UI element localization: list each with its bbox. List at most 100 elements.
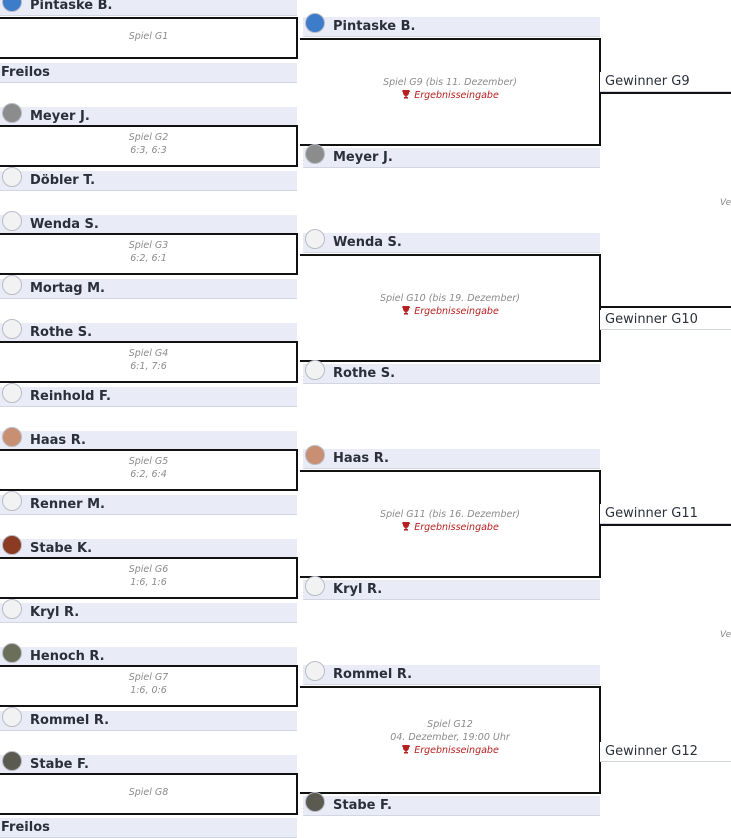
winner-line [600,92,731,94]
game-info[interactable]: Spiel G10 (bis 19. Dezember) Ergebnissei… [300,292,600,318]
game-info[interactable]: Spiel G11 (bis 16. Dezember) Ergebnissei… [300,508,600,534]
player-slot[interactable]: Stabe F. [303,792,600,816]
bracket-connector [0,341,298,383]
player-name: Pintaske B. [30,0,113,13]
game-label: Spiel G1 [128,31,169,42]
game-info[interactable]: Spiel G3 6:2, 6:1 [0,239,297,265]
player-name: Haas R. [333,451,389,466]
player-name: Stabe F. [333,798,392,813]
player-name: Pintaske B. [333,19,416,34]
winner-slot: Gewinner G11 [600,504,731,524]
game-label: Spiel G2 [128,132,169,143]
game-label: Spiel G6 [128,564,169,575]
result-entry-link[interactable]: Ergebnisseingabe [300,305,600,318]
game-score: 6:3, 6:3 [130,145,167,156]
player-slot[interactable]: Rommel R. [303,661,600,685]
game-info[interactable]: Spiel G12 04. Dezember, 19:00 Uhr Ergebn… [300,718,600,757]
game-info[interactable]: Spiel G8 [0,786,297,799]
bracket-connector [0,773,298,815]
player-avatar [2,383,22,403]
game-info[interactable]: Spiel G2 6:3, 6:3 [0,131,297,157]
game-label: Spiel G12 [427,719,473,730]
game-info[interactable]: Spiel G9 (bis 11. Dezember) Ergebnissein… [300,76,600,102]
game-label: Spiel G8 [128,787,169,798]
player-slot[interactable]: Freilos [0,63,297,83]
player-slot[interactable]: Döbler T. [0,167,297,191]
player-slot[interactable]: Meyer J. [303,144,600,168]
player-avatar [2,427,22,447]
player-slot[interactable]: Henoch R. [0,643,297,667]
player-slot[interactable]: Stabe K. [0,535,297,559]
game-info[interactable]: Spiel G4 6:1, 7:6 [0,347,297,373]
player-slot[interactable]: Freilos [0,818,297,838]
player-slot[interactable]: Stabe F. [0,751,297,775]
result-entry-link[interactable]: Ergebnisseingabe [300,521,600,534]
player-avatar [2,643,22,663]
player-name: Renner M. [30,497,105,512]
player-avatar [2,491,22,511]
player-name: Meyer J. [30,109,90,124]
player-slot[interactable]: Renner M. [0,491,297,515]
player-avatar [305,13,325,33]
game-label: Spiel G11 (bis 16. Dezember) [380,509,520,520]
player-name: Freilos [1,820,50,835]
player-avatar [305,792,325,812]
game-info[interactable]: Spiel G6 1:6, 1:6 [0,563,297,589]
result-entry-link[interactable]: Ergebnisseingabe [300,89,600,102]
bracket-connector [300,254,601,362]
result-entry-label: Ergebnisseingabe [414,90,499,101]
player-name: Mortag M. [30,281,105,296]
game-date: 04. Dezember, 19:00 Uhr [390,732,510,743]
player-name: Wenda S. [333,235,402,250]
player-slot[interactable]: Haas R. [303,445,600,469]
player-slot[interactable]: Kryl R. [303,576,600,600]
player-name: Döbler T. [30,173,96,188]
winner-line [600,524,731,526]
player-slot[interactable]: Rothe S. [0,319,297,343]
game-label: Spiel G10 (bis 19. Dezember) [380,293,520,304]
player-avatar [305,229,325,249]
trophy-icon [402,745,411,754]
game-info[interactable]: Spiel G5 6:2, 6:4 [0,455,297,481]
player-avatar [2,535,22,555]
player-slot[interactable]: Rothe S. [303,360,600,384]
game-label: Spiel G7 [128,672,169,683]
player-slot[interactable]: Reinhold F. [0,383,297,407]
player-slot[interactable]: Mortag M. [0,275,297,299]
player-avatar [305,445,325,465]
player-name: Rothe S. [333,366,396,381]
player-name: Stabe F. [30,757,89,772]
game-score: 1:6, 1:6 [130,577,167,588]
game-label: Spiel G9 (bis 11. Dezember) [383,77,517,88]
result-entry-label: Ergebnisseingabe [414,745,499,756]
game-info[interactable]: Spiel G1 [0,30,297,43]
bracket-connector [0,449,298,491]
winner-slot: Gewinner G9 [600,72,731,92]
game-score: 6:2, 6:1 [130,253,167,264]
player-slot[interactable]: Pintaske B. [0,0,297,16]
player-name: Haas R. [30,433,86,448]
player-name: Freilos [1,65,50,80]
player-avatar [2,751,22,771]
winner-label: Gewinner G10 [605,312,698,327]
bracket-connector [0,17,298,59]
player-avatar [2,319,22,339]
result-entry-link[interactable]: Ergebnisseingabe [300,744,600,757]
game-label: Spiel G3 [128,240,169,251]
bracket-connector [300,686,601,794]
game-score: 1:6, 0:6 [130,685,167,696]
game-score: 6:1, 7:6 [130,361,167,372]
player-slot[interactable]: Wenda S. [303,229,600,253]
player-slot[interactable]: Meyer J. [0,103,297,127]
player-slot[interactable]: Haas R. [0,427,297,451]
player-avatar [2,211,22,231]
player-slot[interactable]: Kryl R. [0,599,297,623]
player-slot[interactable]: Wenda S. [0,211,297,235]
player-avatar [305,661,325,681]
bracket-connector [0,557,298,599]
player-slot[interactable]: Rommel R. [0,707,297,731]
game-label: Spiel G4 [128,348,169,359]
bracket-connector [0,125,298,167]
player-slot[interactable]: Pintaske B. [303,13,600,37]
game-info[interactable]: Spiel G7 1:6, 0:6 [0,671,297,697]
